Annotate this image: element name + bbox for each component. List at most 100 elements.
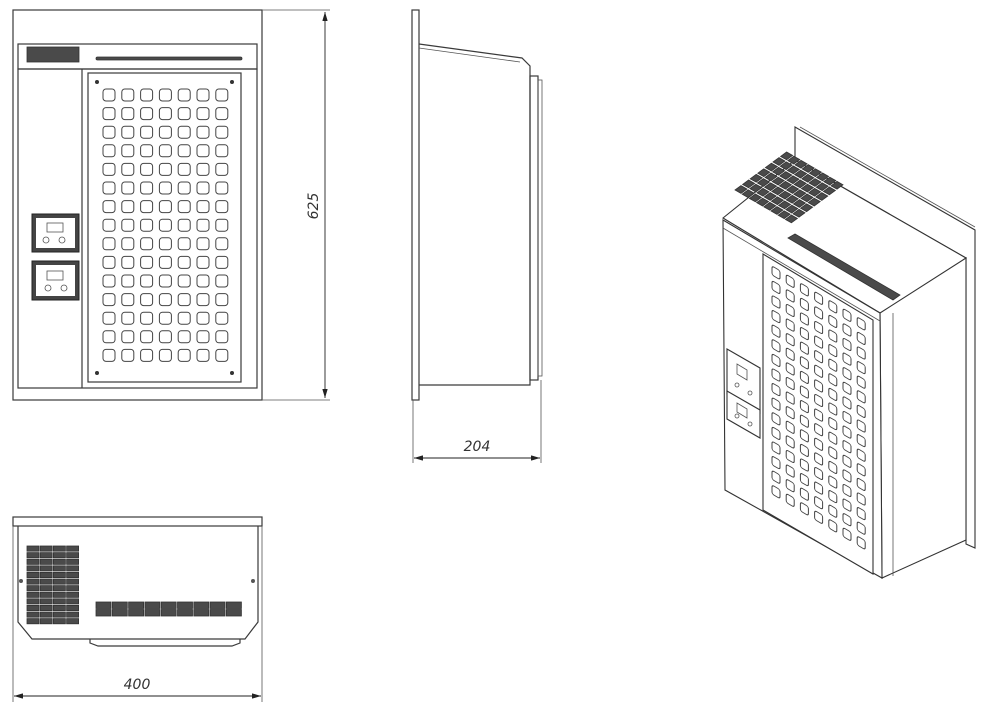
perforation-hole — [842, 308, 852, 322]
vent-slot — [39, 605, 53, 612]
perforation-hole — [828, 314, 838, 328]
perforation-hole — [842, 425, 852, 439]
perforation-hole — [215, 88, 229, 102]
perforation-hole — [799, 458, 809, 472]
bottom-slot-row — [95, 601, 242, 617]
vent-slot — [66, 618, 79, 625]
perforation-hole — [799, 297, 809, 311]
vent-slot — [53, 552, 66, 559]
perforation-hole — [177, 274, 191, 288]
perforation-hole — [121, 274, 135, 288]
vent-slot — [53, 611, 66, 618]
perforation-hole — [140, 88, 154, 102]
iso-control-box-lower — [726, 390, 761, 439]
vent-slot — [785, 185, 800, 194]
control-box-lower — [31, 260, 80, 301]
vent-slot — [756, 187, 770, 197]
perforation-hole — [196, 311, 210, 325]
perforation-hole — [814, 364, 824, 378]
vent-slot — [779, 171, 793, 180]
perforation-hole — [856, 419, 866, 433]
bottom-side-vent — [26, 545, 79, 625]
perforation-hole — [215, 348, 229, 362]
vent-slot — [770, 206, 784, 215]
vent-slot — [39, 578, 53, 585]
vent-slot — [53, 565, 66, 572]
perforation-hole — [785, 493, 795, 507]
perforation-hole — [771, 383, 781, 397]
vent-slot — [39, 545, 53, 552]
bottom-body — [17, 526, 259, 640]
perforation-hole — [799, 487, 809, 501]
perforation-hole — [799, 385, 809, 399]
vent-slot — [26, 591, 40, 598]
perforation-hole — [215, 330, 229, 344]
perforation-hole — [102, 330, 116, 344]
iso-top-slot — [787, 233, 901, 301]
vent-slot — [764, 162, 779, 172]
front-outer-frame — [12, 9, 263, 401]
perforation-hole — [158, 162, 172, 176]
vent-slot — [128, 609, 145, 617]
vent-slot — [793, 189, 807, 199]
vent-slot — [815, 172, 830, 182]
door-profile — [529, 75, 539, 381]
perforation-hole — [771, 368, 781, 382]
vent-slot — [160, 601, 177, 609]
perforation-hole — [785, 303, 795, 318]
perforation-hole — [785, 289, 795, 303]
perforation-hole — [799, 429, 809, 443]
perforation-hole — [814, 306, 824, 320]
vent-slot — [800, 193, 814, 203]
perforation-hole — [771, 470, 781, 484]
perforation-hole — [215, 144, 229, 158]
perforation-hole — [828, 300, 838, 314]
perforation-hole — [842, 440, 852, 454]
vent-slot — [66, 585, 79, 592]
perforation-hole — [196, 144, 210, 158]
vent-slot — [95, 609, 112, 617]
vent-slot — [749, 183, 763, 193]
perforation-hole — [799, 356, 809, 370]
perforation-hole — [771, 295, 781, 309]
perforation-hole — [828, 402, 838, 416]
perforation-hole — [771, 266, 781, 280]
vent-slot — [763, 192, 777, 201]
vent-slot — [39, 558, 53, 565]
perforation-hole — [771, 324, 781, 338]
perforation-hole — [856, 390, 866, 404]
perforation-hole — [177, 255, 191, 269]
perforation-hole — [814, 320, 824, 335]
perforation-hole — [158, 274, 172, 288]
perforation-hole — [177, 181, 191, 195]
vent-slot — [772, 157, 786, 166]
vent-slot — [741, 189, 755, 199]
vent-slot — [770, 196, 785, 206]
vent-slot — [784, 214, 799, 224]
perforation-hole — [196, 88, 210, 102]
perforation-hole — [785, 479, 795, 493]
vent-slot — [786, 175, 800, 185]
vent-slot — [763, 201, 777, 211]
vent-slot — [26, 578, 40, 585]
perforation-hole — [121, 348, 135, 362]
perforation-hole — [828, 431, 838, 445]
perforation-hole — [121, 88, 135, 102]
vent-slot — [66, 598, 79, 605]
vent-slot — [39, 598, 53, 605]
vent-slot — [756, 178, 771, 187]
perforation-hole — [196, 125, 210, 139]
perforation-hole — [158, 237, 172, 251]
vent-slot — [757, 168, 771, 178]
perforated-door — [87, 72, 242, 383]
perforation-hole — [177, 162, 191, 176]
vent-slot — [225, 601, 242, 609]
vent-slot — [66, 591, 79, 598]
perforation-hole — [828, 373, 838, 387]
vent-slot — [801, 164, 815, 173]
perforation-hole — [856, 331, 866, 345]
perforation-hole — [177, 88, 191, 102]
perforation-hole — [785, 420, 795, 434]
perforation-hole — [828, 490, 838, 504]
